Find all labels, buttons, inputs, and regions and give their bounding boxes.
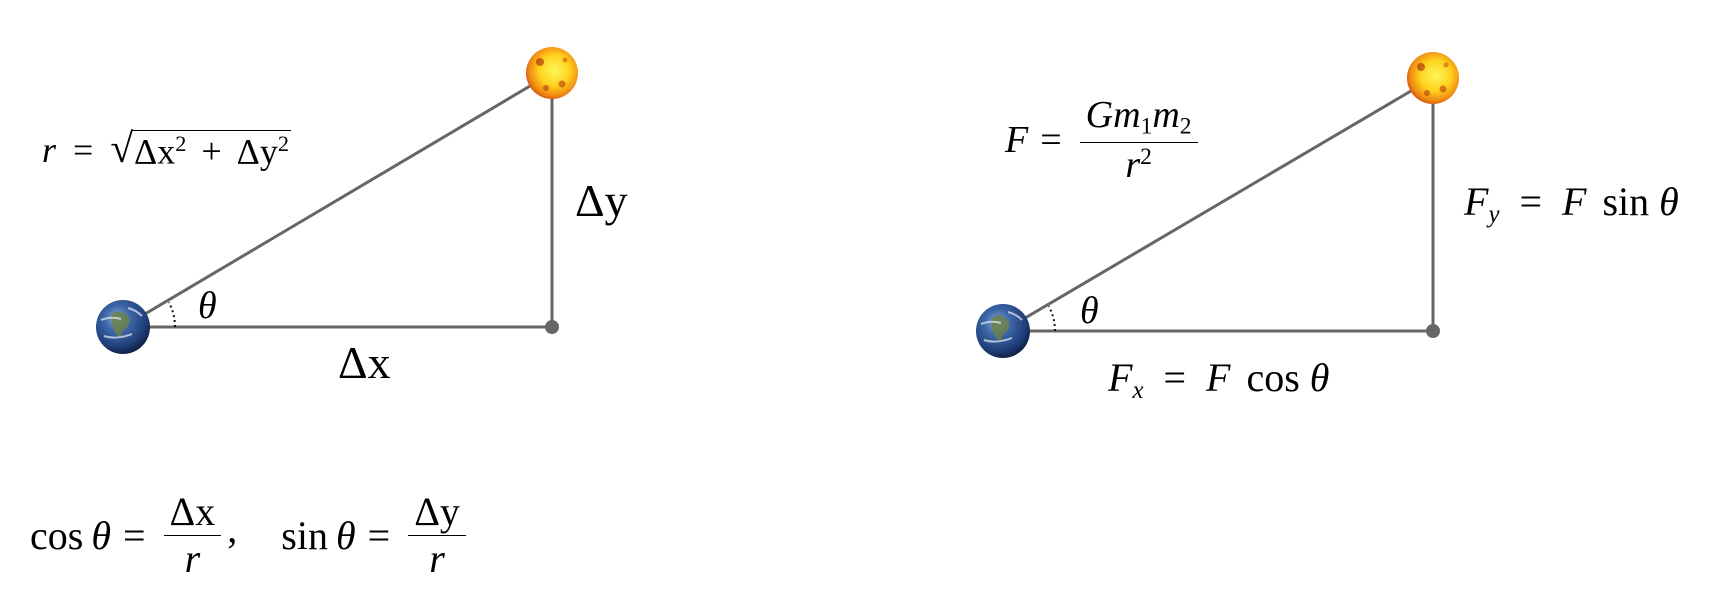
formula-lhs: r bbox=[42, 130, 57, 170]
denominator: r bbox=[429, 536, 445, 581]
trig-formulas: cos θ = Δx r , sin θ = Δy r bbox=[30, 492, 472, 579]
delta-y-term: Δy bbox=[236, 131, 278, 172]
angle-label: θ bbox=[198, 285, 217, 327]
fraction: Δy r bbox=[408, 492, 466, 579]
distance-formula: r = √ Δx2 + Δy2 bbox=[42, 125, 291, 171]
radical-icon: √ bbox=[110, 125, 134, 171]
delta-x-term: Δx bbox=[134, 131, 176, 172]
earth-icon bbox=[96, 300, 150, 354]
hypotenuse-line bbox=[122, 71, 553, 329]
theta-symbol: θ bbox=[335, 512, 356, 558]
subscript: 2 bbox=[1179, 113, 1192, 140]
equals-sign: = bbox=[1163, 355, 1187, 400]
theta-symbol: θ bbox=[1309, 355, 1330, 400]
exponent: 2 bbox=[175, 131, 187, 157]
fraction: Δx r bbox=[163, 492, 222, 581]
radicand: Δx2 + Δy2 bbox=[131, 130, 291, 169]
exponent: 2 bbox=[277, 131, 289, 157]
func-name: sin bbox=[281, 512, 328, 558]
distance-r: r bbox=[1125, 144, 1141, 187]
left-triangle bbox=[96, 47, 578, 354]
fraction: Gm1m2 r2 bbox=[1079, 94, 1198, 184]
force-symbol: F bbox=[1206, 355, 1231, 400]
numerator: Δx bbox=[163, 492, 222, 536]
denominator: r bbox=[184, 536, 201, 581]
sin-formula: sin θ = Δy r bbox=[281, 492, 472, 579]
right-triangle bbox=[976, 52, 1459, 358]
sun-icon bbox=[1407, 52, 1459, 104]
force-symbol: F bbox=[1108, 355, 1133, 400]
theta-symbol: θ bbox=[1659, 179, 1679, 224]
subscript: 1 bbox=[1140, 113, 1153, 140]
angle-label: θ bbox=[1080, 290, 1099, 332]
gravitational-constant: G bbox=[1085, 94, 1114, 136]
equals-sign: = bbox=[367, 512, 391, 558]
corner-dot bbox=[545, 320, 559, 334]
func-name: cos bbox=[30, 512, 84, 558]
subscript-y: y bbox=[1488, 200, 1500, 228]
fx-formula: Fx = F cos θ bbox=[1108, 358, 1329, 404]
force-symbol: F bbox=[1464, 179, 1489, 224]
numerator: Gm1m2 bbox=[1079, 94, 1198, 144]
numerator: Δy bbox=[408, 492, 466, 536]
fy-formula: Fy = F sin θ bbox=[1464, 182, 1679, 228]
gravity-force-formula: F = Gm1m2 r2 bbox=[1005, 96, 1204, 184]
sun-icon bbox=[526, 47, 578, 99]
formula-lhs: F bbox=[1005, 119, 1029, 162]
force-symbol: F bbox=[1562, 179, 1587, 224]
theta-symbol: θ bbox=[91, 512, 111, 558]
mass-1: m bbox=[1113, 94, 1141, 136]
plus-sign: + bbox=[201, 131, 222, 172]
subscript-x: x bbox=[1132, 376, 1144, 404]
angle-arc bbox=[167, 301, 177, 328]
earth-icon bbox=[976, 304, 1030, 358]
equals-sign: = bbox=[1040, 119, 1062, 162]
corner-dot bbox=[1426, 324, 1440, 338]
exponent: 2 bbox=[1140, 144, 1152, 171]
equals-sign: = bbox=[73, 130, 94, 170]
equals-sign: = bbox=[122, 512, 146, 558]
hypotenuse-line bbox=[1002, 76, 1434, 333]
angle-arc bbox=[1047, 305, 1057, 332]
mass-2: m bbox=[1152, 94, 1180, 136]
cos-formula: cos θ = Δx r , bbox=[30, 492, 281, 579]
delta-x-label: Δx bbox=[338, 337, 391, 388]
func-name: cos bbox=[1246, 355, 1300, 400]
func-name: sin bbox=[1602, 179, 1650, 224]
comma-separator: , bbox=[227, 506, 238, 551]
denominator: r2 bbox=[1125, 143, 1152, 184]
equals-sign: = bbox=[1519, 179, 1543, 224]
delta-y-label: Δy bbox=[575, 175, 628, 226]
square-root: √ Δx2 + Δy2 bbox=[110, 125, 291, 171]
